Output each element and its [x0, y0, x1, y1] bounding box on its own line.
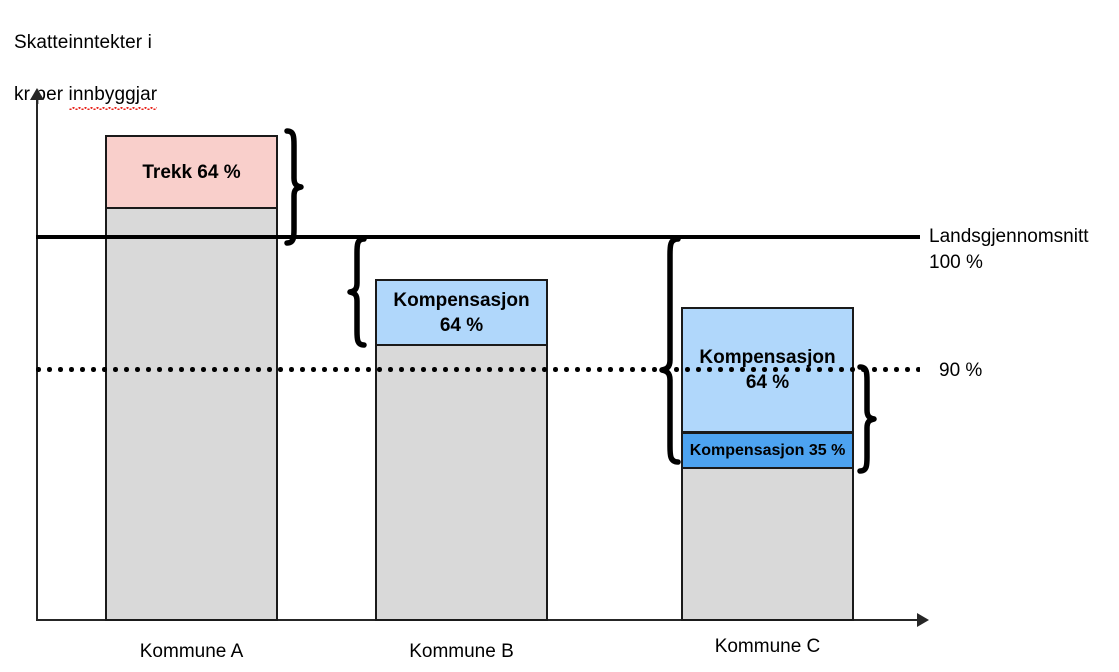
y-axis-arrowhead-icon [30, 88, 44, 100]
bar-kommune-a [105, 135, 278, 621]
reference-label-90: 90 % [939, 360, 983, 381]
category-label-kommune-a: Kommune A [139, 641, 244, 662]
reference-line-100 [36, 235, 920, 239]
y-axis-title: Skatteinntekter i kr per innbyggjar [14, 4, 158, 110]
segment-kommune-c-kompensasjon-35: Kompensasjon 35 % [681, 432, 854, 469]
segment-kommune-a-trekk: Trekk 64 % [105, 135, 278, 209]
brace-kommune-a [283, 128, 305, 246]
segment-label-kompensasjon-64-c: Kompensasjon 64 % [699, 347, 836, 393]
reference-line-90 [36, 367, 920, 372]
brace-kommune-b [346, 236, 368, 348]
x-axis-arrowhead-icon [917, 613, 929, 627]
y-axis-title-line2-misspelled: innbyggjar [68, 82, 158, 110]
brace-kommune-c-top [658, 236, 682, 468]
segment-kommune-b-kompensasjon-64: Kompensasjon 64 % [375, 279, 548, 346]
category-label-kommune-c: Kommune C [714, 636, 821, 657]
brace-kommune-c-bottom [856, 364, 878, 474]
y-axis-line [36, 98, 38, 621]
segment-label-trekk: Trekk 64 % [142, 161, 241, 183]
category-label-kommune-b: Kommune B [409, 641, 514, 662]
segment-label-kompensasjon-64-b: Kompensasjon 64 % [393, 289, 530, 336]
segment-label-kompensasjon-35-c: Kompensasjon 35 % [689, 442, 846, 459]
reference-label-100: Landsgjennomsnitt 100 % [929, 226, 1089, 273]
y-axis-title-line1: Skatteinntekter i [14, 32, 152, 53]
